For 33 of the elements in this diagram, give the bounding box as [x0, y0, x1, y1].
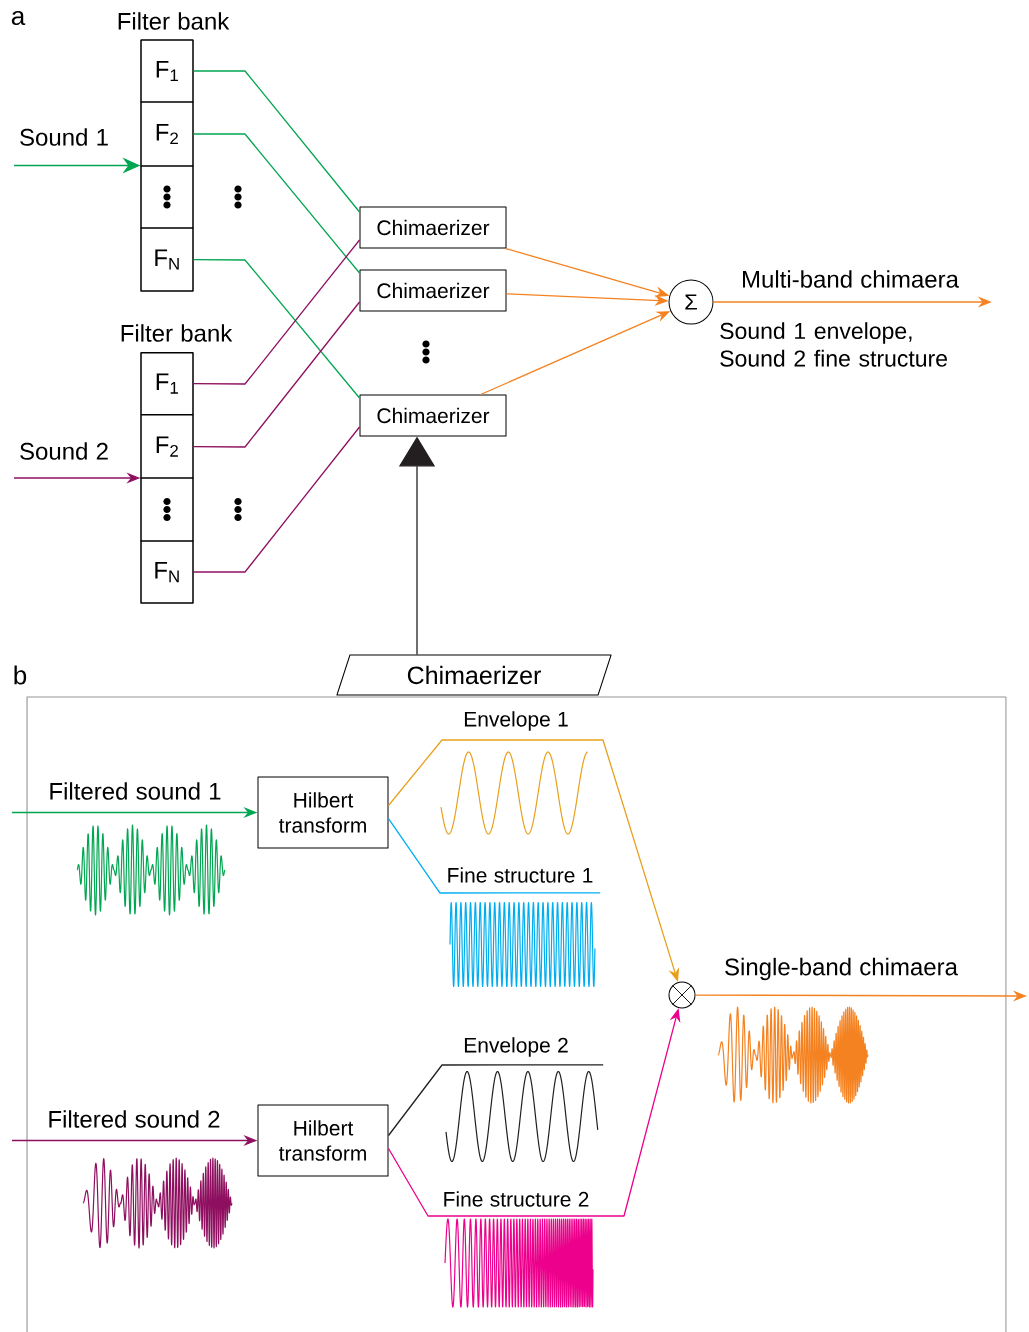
edge-label: Single-band chimaera — [723, 956, 959, 982]
process-box: Hilbert transform — [257, 1104, 389, 1177]
panel-letter: a — [11, 10, 26, 26]
process-box: Chimaerizer — [359, 269, 507, 312]
panel-letter: b — [14, 665, 27, 685]
filter-cell — [140, 165, 194, 229]
panel-frame — [26, 696, 1007, 1332]
edge-label: Filtered sound 1 — [47, 781, 223, 801]
multiply-symbol — [668, 981, 696, 1009]
filter-cell: F$_{1}$ — [140, 352, 194, 415]
process-box: Chimaerizer — [359, 394, 507, 437]
filter-cell: F$_{N}$ — [140, 540, 194, 604]
filter-cell: F$_{2}$ — [140, 101, 194, 167]
edge-label: Multi-band chimaera — [740, 269, 960, 289]
note-text: Sound 1 envelope, Sound 2 fine structure — [720, 322, 947, 367]
edge-label: Sound 2 — [18, 441, 110, 461]
edge-label: Sound 1 — [18, 127, 110, 147]
process-box: Chimaerizer — [359, 206, 507, 249]
process-box: Hilbert transform — [257, 776, 389, 849]
filter-cell: F$_{1}$ — [140, 39, 194, 103]
edge-label: Fine structure 2 — [441, 1190, 591, 1208]
fine-structure-waveform — [449, 901, 596, 988]
filter-cell — [140, 477, 194, 542]
node-label: Filter bank — [118, 12, 230, 30]
process-box: Chimaerizer — [336, 654, 612, 696]
edge-label: Filtered sound 2 — [46, 1109, 222, 1129]
edge-label: Fine structure 1 — [445, 866, 595, 884]
edge-label: Envelope 2 — [462, 1036, 570, 1058]
filter-cell: F$_{N}$ — [140, 227, 194, 292]
node-label: Filter bank — [121, 324, 233, 342]
envelope-waveform — [445, 1070, 599, 1163]
edge-label: Envelope 1 — [462, 710, 570, 732]
filter-cell: F$_{2}$ — [140, 414, 194, 479]
